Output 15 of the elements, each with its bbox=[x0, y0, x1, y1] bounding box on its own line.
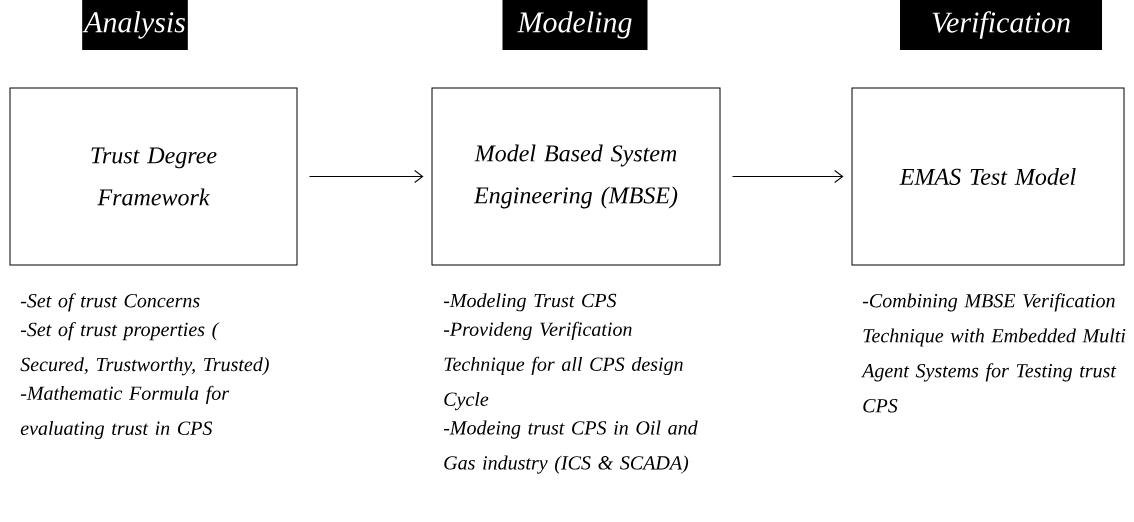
bullet-text: -Combining MBSE Verification Technique with Embedded Multi Agent Systems for Testing trust CPS bbox=[861, 293, 1126, 413]
heading-label: Analysis bbox=[82, 0, 188, 50]
bullet-text: -Modeing trust CPS in Oil and Gas industry (ICS & SCADA) bbox=[443, 420, 698, 474]
process-box: Model Based System Engineering (MBSE) bbox=[431, 87, 721, 266]
arrow bbox=[309, 170, 424, 183]
heading-label: Verification bbox=[900, 0, 1102, 50]
process-box: EMAS Test Model bbox=[851, 87, 1125, 266]
bullet-text: -Provideng Verification Technique for all CPS design Cycle bbox=[443, 321, 683, 411]
bullet-text: -Set of trust Concerns bbox=[20, 293, 200, 312]
arrow bbox=[732, 170, 844, 183]
heading-label: Modeling bbox=[502, 0, 648, 50]
bullet-text: -Set of trust properties ( Secured, Trustworthy, Trusted) bbox=[20, 321, 269, 376]
process-box: Trust Degree Framework bbox=[9, 87, 298, 266]
bullet-text: -Mathematic Formula for evaluating trust in CPS bbox=[20, 385, 230, 440]
bullet-text: -Modeling Trust CPS bbox=[443, 293, 617, 312]
